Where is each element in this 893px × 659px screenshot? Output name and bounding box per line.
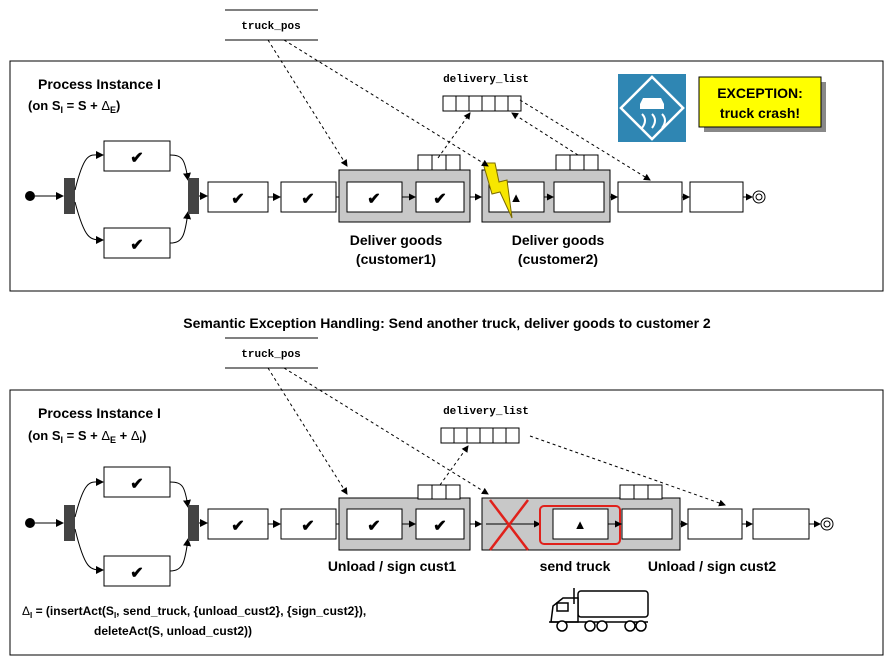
top-end-node xyxy=(753,191,765,203)
bottom-and-split xyxy=(64,505,75,541)
check-icon: ✔ xyxy=(130,237,143,254)
check-icon: ✔ xyxy=(130,565,143,582)
road-sign-icon xyxy=(618,74,686,142)
check-icon: ✔ xyxy=(433,518,446,535)
exception-line2: truck crash! xyxy=(720,105,800,121)
bottom-activity-9 xyxy=(753,509,809,539)
triangle-icon: ▲ xyxy=(510,190,523,205)
delta-formula-line2: deleteAct(S, unload_cust2)) xyxy=(94,624,252,638)
top-panel: truck_pos delivery_list Process Instance… xyxy=(10,10,883,291)
check-icon: ✔ xyxy=(367,191,380,208)
bottom-label-unload-1: Unload / sign cust1 xyxy=(328,558,457,574)
bottom-activity-8 xyxy=(688,509,742,539)
check-icon: ✔ xyxy=(301,518,314,535)
bottom-label-send-truck: send truck xyxy=(540,558,611,574)
delta-formula-line1: ΔI = (insertAct(SI, send_truck, {unload_… xyxy=(22,604,366,620)
bottom-end-node xyxy=(821,518,833,530)
top-instance-schema: (on SI = S + ΔE) xyxy=(28,98,120,115)
top-delivery-list-cells xyxy=(443,96,521,111)
top-delivery-list-label: delivery_list xyxy=(443,74,529,86)
top-and-split xyxy=(64,178,75,214)
top-label-deliver-2-line1: Deliver goods xyxy=(512,232,605,248)
triangle-icon: ▲ xyxy=(574,517,587,532)
check-icon: ✔ xyxy=(130,476,143,493)
check-icon: ✔ xyxy=(231,518,244,535)
top-truck-pos-object: truck_pos xyxy=(225,10,318,40)
bottom-label-unload-2: Unload / sign cust2 xyxy=(648,558,777,574)
top-start-node xyxy=(25,191,35,201)
bottom-delivery-list-label: delivery_list xyxy=(443,406,529,418)
truck-icon xyxy=(549,588,648,631)
top-activity-8 xyxy=(618,182,682,212)
exception-line1: EXCEPTION: xyxy=(717,85,803,101)
top-instance-title: Process Instance I xyxy=(38,76,161,92)
top-activity-9 xyxy=(690,182,743,212)
bottom-and-join xyxy=(188,505,199,541)
bottom-delivery-list-cells xyxy=(441,428,519,443)
bottom-instance-title: Process Instance I xyxy=(38,405,161,421)
check-icon: ✔ xyxy=(433,191,446,208)
bottom-instance-schema: (on SI = S + ΔE + ΔI) xyxy=(28,428,146,445)
top-and-join xyxy=(188,178,199,214)
check-icon: ✔ xyxy=(130,150,143,167)
bottom-truck-pos-label: truck_pos xyxy=(241,349,300,361)
top-label-deliver-1-line2: (customer1) xyxy=(356,251,436,267)
check-icon: ✔ xyxy=(231,191,244,208)
bottom-start-node xyxy=(25,518,35,528)
bottom-truck-pos-object: truck_pos xyxy=(225,338,318,368)
check-icon: ✔ xyxy=(301,191,314,208)
check-icon: ✔ xyxy=(367,518,380,535)
top-label-deliver-2-line2: (customer2) xyxy=(518,251,598,267)
top-truck-pos-label: truck_pos xyxy=(241,21,300,33)
bottom-panel: truck_pos delivery_list Process Instance… xyxy=(10,338,883,655)
top-label-deliver-1-line1: Deliver goods xyxy=(350,232,443,248)
section-heading: Semantic Exception Handling: Send anothe… xyxy=(183,315,711,331)
